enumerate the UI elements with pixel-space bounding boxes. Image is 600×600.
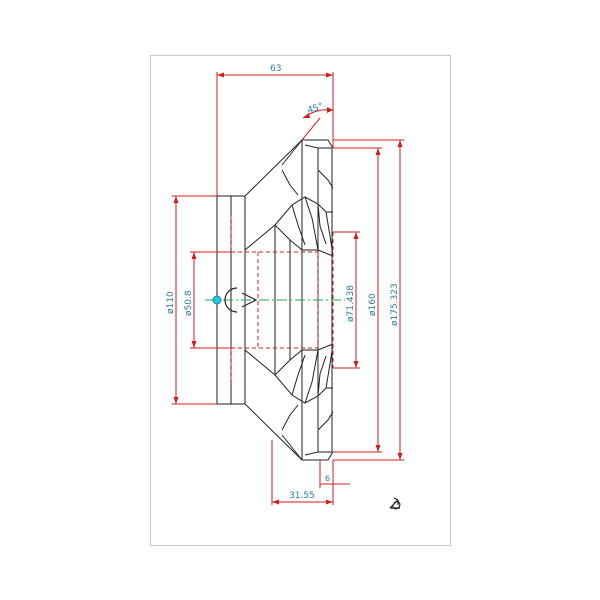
dim-text-dia-160: ø160 xyxy=(368,293,378,316)
ucs-axis-icon xyxy=(389,497,401,510)
dim-text-45deg: 45° xyxy=(306,102,324,116)
dim-text-dia-50-8: ø50.8 xyxy=(184,290,194,316)
dim-text-31-55: 31.55 xyxy=(289,491,315,501)
origin-marker xyxy=(212,287,258,313)
dim-text-dia-175-323: ø175.323 xyxy=(390,283,400,326)
hidden-lines xyxy=(230,216,334,384)
dimension-arrows xyxy=(173,72,403,505)
dim-text-dia-110: ø110 xyxy=(166,291,176,314)
dim-text-6: 6 xyxy=(325,474,330,483)
dim-text-63: 63 xyxy=(270,64,281,74)
dim-text-dia-71-438: ø71.438 xyxy=(346,285,356,322)
